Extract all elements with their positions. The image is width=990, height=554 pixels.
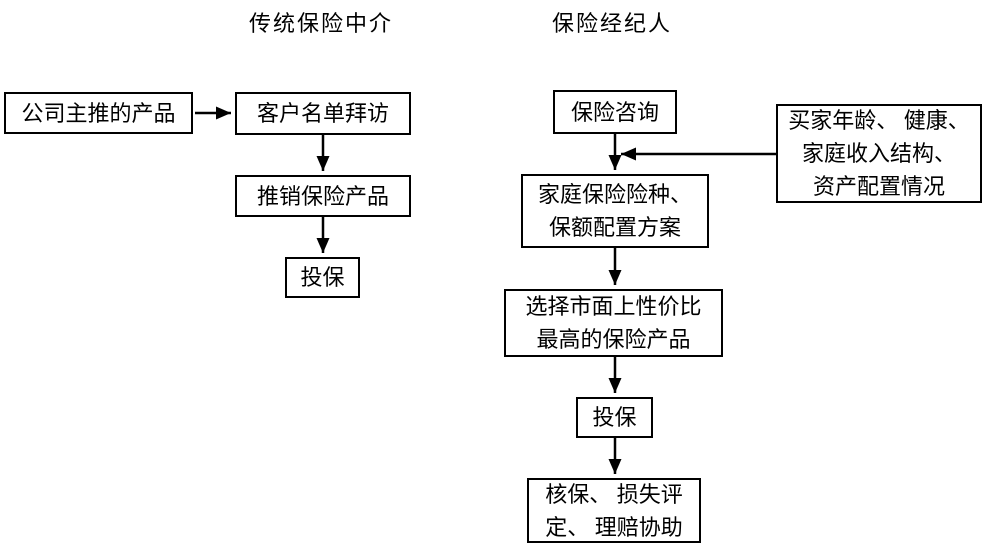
node-line: 保额配置方案 [548, 215, 681, 240]
node-insure-right: 投保 [576, 397, 653, 438]
node-company-products: 公司主推的产品 [4, 92, 193, 134]
node-line: 最高的保险产品 [536, 327, 691, 352]
node-insurance-consultation: 保险咨询 [553, 90, 677, 134]
node-select-best-value-products: 选择市面上性价比 最高的保险产品 [504, 289, 723, 357]
node-line: 定、 理赔协助 [545, 514, 683, 540]
node-line: 核保、 损失评 [545, 481, 683, 507]
node-family-insurance-plan: 家庭保险险种、 保额配置方案 [521, 174, 709, 248]
node-line: 家庭收入结构、 [801, 141, 956, 166]
node-line: 资产配置情况 [812, 174, 945, 199]
left-column-title: 传统保险中介 [248, 11, 393, 36]
node-sell-insurance-products: 推销保险产品 [235, 175, 411, 217]
node-customer-list-visit: 客户名单拜访 [235, 92, 411, 135]
right-column-title: 保险经纪人 [551, 11, 672, 36]
node-line: 家庭保险险种、 [537, 182, 692, 207]
node-underwriting-claims-assist: 核保、 损失评 定、 理赔协助 [527, 478, 701, 543]
node-insure-left: 投保 [285, 257, 360, 298]
node-line: 选择市面上性价比 [525, 294, 702, 319]
node-line: 买家年龄、 健康、 [788, 108, 970, 133]
node-buyer-info: 买家年龄、 健康、 家庭收入结构、 资产配置情况 [776, 104, 982, 203]
